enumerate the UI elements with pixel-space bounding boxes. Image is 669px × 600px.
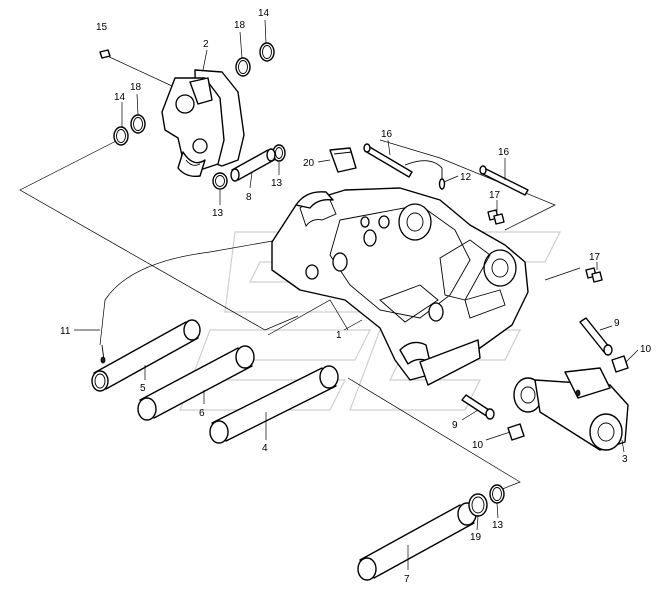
part-5-pin <box>91 319 201 392</box>
callout-2: 2 <box>203 39 209 50</box>
callout-20: 20 <box>303 158 315 169</box>
callout-6: 6 <box>199 408 205 419</box>
callout-14-left: 14 <box>114 92 126 103</box>
callout-13-right: 13 <box>271 178 283 189</box>
part-3-cylinder <box>513 367 629 451</box>
callout-12: 12 <box>460 172 472 183</box>
part-20-clip <box>329 147 357 173</box>
callout-1: 1 <box>336 330 342 341</box>
callout-15: 15 <box>96 22 108 33</box>
callout-11: 11 <box>60 326 71 337</box>
callout-18-upper: 18 <box>234 20 246 31</box>
callout-leaders <box>74 19 639 570</box>
upper-o-rings <box>113 42 286 190</box>
part-17-nuts <box>487 209 603 283</box>
assembly-lines <box>19 53 581 491</box>
callout-17-right: 17 <box>589 252 601 263</box>
part-2-bracket <box>161 69 245 178</box>
part-11-grease-line <box>100 344 106 364</box>
callout-16-right: 16 <box>498 147 510 158</box>
callout-8: 8 <box>246 192 252 203</box>
callout-5: 5 <box>140 383 146 394</box>
callout-3: 3 <box>622 454 628 465</box>
callout-13-lower: 13 <box>492 520 504 531</box>
part-12-rod <box>404 160 446 190</box>
callout-7: 7 <box>404 574 410 585</box>
callout-4: 4 <box>262 443 268 454</box>
part-1-main-frame <box>271 187 529 386</box>
callout-9-lower: 9 <box>452 420 458 431</box>
callout-9-right: 9 <box>614 318 620 329</box>
callout-16-left: 16 <box>381 129 393 140</box>
callout-17-upper: 17 <box>489 190 501 201</box>
part-7-pin <box>357 502 477 581</box>
callout-19: 19 <box>470 532 482 543</box>
callout-13-left: 13 <box>212 208 224 219</box>
part-4-pin <box>209 365 339 444</box>
callout-18-left: 18 <box>130 82 142 93</box>
part-10-fittings <box>507 355 629 441</box>
part-15-bolt <box>99 49 111 59</box>
part-16-bolts <box>363 143 529 196</box>
part-9-fittings <box>461 317 613 420</box>
part-6-pin <box>137 345 255 421</box>
callout-14-upper: 14 <box>258 8 270 19</box>
callout-10-lower: 10 <box>472 440 484 451</box>
lower-o-rings <box>468 484 505 517</box>
part-8-pin <box>230 148 276 182</box>
callout-labels: 15 18 14 2 14 18 16 16 20 12 13 8 13 17 … <box>60 8 652 585</box>
callout-10-right: 10 <box>640 344 652 355</box>
